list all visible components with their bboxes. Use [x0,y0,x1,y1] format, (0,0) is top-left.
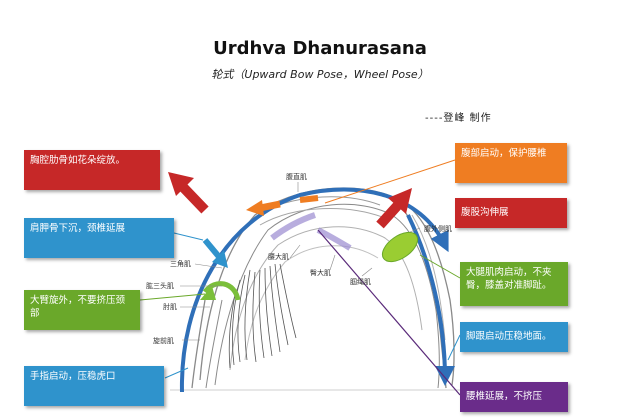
lat-tick [289,244,301,259]
delt-tick [194,263,223,269]
arm-green-rotation-arrow [202,281,241,301]
arm-instruction-text: 大臂旋外，不要挤压颈部 [30,295,126,319]
groin-instruction-text: 腹股沟伸展 [461,207,509,218]
abdomen-instruction-box: 腹部启动，保护腰椎 [455,143,567,183]
arm-instruction-box: 大臂旋外，不要挤压颈部 [24,290,140,330]
chest-instruction-box: 胸腔肋骨如花朵绽放。 [24,150,160,190]
lumbar-pointer-line [317,229,461,396]
chest-red-arrow-head [168,172,194,196]
abdomen-connector [324,159,456,204]
thigh-green-oval [381,231,419,263]
abdomen-orange-arrow [259,200,281,212]
abdomen-orange-arrow-2 [299,195,319,203]
chest-instruction-text: 胸腔肋骨如花朵绽放。 [30,155,126,166]
author-credit: ----登峰 制作 [425,113,492,124]
heel-instruction-box: 脚跟启动压稳地面。 [460,322,568,352]
label-elbow: 肘肌 [163,303,177,311]
thigh-connector [419,254,461,279]
chest-red-arrow-shaft [178,182,209,214]
label-deltoid: 三角肌 [170,260,191,268]
page-title: Urdhva Dhanurasana [213,38,427,59]
page-subtitle: 轮式（Upward Bow Pose，Wheel Pose） [211,68,429,81]
hand-connector [164,367,189,379]
label-external-oblique: 腹外侧肌 [424,225,452,233]
hair-sketch [228,263,297,369]
shoulder-connector [173,232,204,241]
thigh-instruction-text: 大腿肌肉启动，不夹臀，膝盖对准脚趾。 [466,267,552,291]
hand-instruction-text: 手指启动，压稳虎口 [30,371,116,382]
groin-instruction-box: 腹股沟伸展 [455,198,567,228]
label-pronator: 旋前肌 [153,337,174,345]
shoulder-blue-arrow [202,238,223,260]
lumbar-instruction-box: 腰椎延展，不挤压 [460,382,568,412]
label-psoas: 腰大肌 [268,253,289,261]
heel-instruction-text: 脚跟启动压稳地面。 [466,331,552,342]
oblique-tick [409,227,421,233]
shoulder-instruction-text: 肩胛骨下沉，颈椎延展 [30,223,126,234]
label-rectus-abdominis: 腹直肌 [286,173,307,181]
thigh-instruction-box: 大腿肌肉启动，不夹臀，膝盖对准脚趾。 [460,262,568,306]
lumbar-instruction-text: 腰椎延展，不挤压 [466,391,543,402]
arm-connector [139,293,206,301]
shoulder-blue-arrow-head [212,250,228,268]
shoulder-instruction-box: 肩胛骨下沉，颈椎延展 [24,218,174,258]
hand-instruction-box: 手指启动，压稳虎口 [24,366,164,406]
arc-arrow-right [406,214,455,386]
groin-red-arrow-shaft [376,201,402,229]
label-gluteus: 臀大肌 [310,269,331,277]
arm-green-arrow-head [200,286,216,300]
arc-arrow-upper [179,187,449,393]
label-hamstring: 腘绳肌 [350,278,371,286]
heel-connector [447,334,461,361]
hamstring-tick [361,267,373,277]
back-arrow-right [316,227,352,251]
label-triceps: 肱三头肌 [146,282,174,290]
groin-red-arrow-head [388,188,412,214]
abdomen-instruction-text: 腹部启动，保护腰椎 [461,148,547,159]
back-arrow-left [270,212,316,241]
glute-tick [329,254,336,271]
abdomen-orange-arrow-head [246,200,264,216]
